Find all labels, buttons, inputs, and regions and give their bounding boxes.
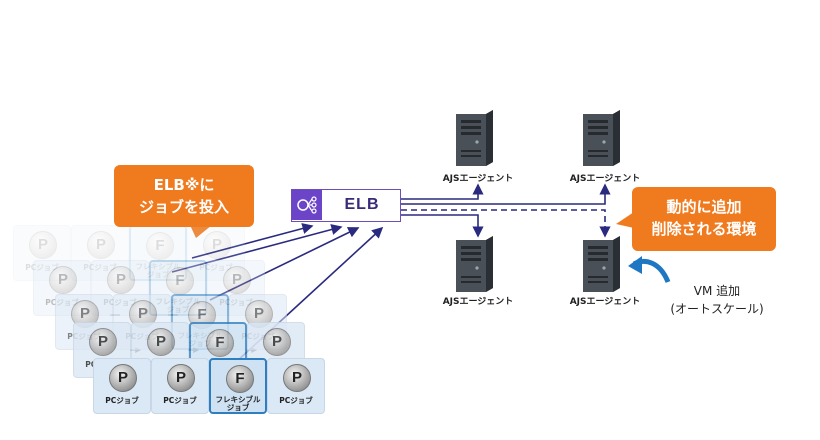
pc-job-icon: P [147,328,175,356]
pc-job-card: P PCジョブ [187,225,245,281]
callout-submit-tail [190,225,212,238]
flexible-job-label: フレキシブルジョブ [135,262,181,279]
pc-job-label: PCジョブ [163,396,197,405]
pc-job-label: PCジョブ [279,396,313,405]
vm-add-line2: (オートスケール) [670,302,764,316]
vm-add-line1: VM 追加 [693,284,741,298]
elb-to-agents-connectors [401,183,611,238]
callout-dynamic-line2: 削除される環境 [651,220,757,238]
pc-job-label: PCジョブ [25,263,59,272]
pc-job-label: PCジョブ [83,263,117,272]
agent-label-dynamic: AJSエージェント [569,297,641,307]
callout-dynamic-line1: 動的に追加 [666,198,742,216]
flexible-job-label: フレキシブルジョブ [215,395,261,412]
connector-agent-bottom-left [401,214,484,238]
pc-job-icon: P [283,364,311,392]
connector-agent-top-right [401,183,611,205]
flexible-job-icon: F [166,267,194,295]
connector-agent-dynamic [401,209,611,238]
pc-job-card: P PCジョブ [93,358,151,414]
pc-job-icon: P [167,364,195,392]
server-icon-bottom-left [456,236,493,292]
pc-job-icon: P [203,231,231,259]
vm-add-label: VM 追加 (オートスケール) [652,282,782,318]
pc-job-icon: P [49,266,77,294]
flexible-job-icon: F [226,365,254,393]
elb-label: ELB [344,196,380,213]
server-icon-dynamic [583,236,620,292]
agent-label-top-right: AJSエージェント [569,174,641,184]
callout-dynamic-tail [616,212,634,228]
pc-job-icon: P [87,231,115,259]
flexible-job-card: F フレキシブルジョブ [129,225,187,281]
pc-job-icon: P [263,328,291,356]
vm-add-arrowhead [628,256,642,274]
connector-agent-top-left [401,183,484,200]
pc-job-icon: P [109,364,137,392]
server-icon-top-right [583,110,620,166]
agent-label-top-left: AJSエージェント [442,174,514,184]
pc-job-icon: P [107,266,135,294]
load-balancer-icon [292,190,322,220]
callout-dynamic-env: 動的に追加 削除される環境 [632,187,776,251]
server-icon-top-left [456,110,493,166]
pc-job-card: P PCジョブ [267,358,325,414]
pc-job-card: P PCジョブ [151,358,209,414]
callout-submit-line1: ELB※に [153,176,215,194]
pc-job-label: PCジョブ [105,396,139,405]
agent-label-bottom-left: AJSエージェント [442,297,514,307]
pc-job-icon: P [89,328,117,356]
flexible-job-icon: F [206,329,234,357]
pc-job-icon: P [223,266,251,294]
pc-job-label: PCジョブ [199,263,233,272]
flexible-job-icon: F [146,232,174,260]
agent-servers [456,110,620,292]
callout-submit-jobs: ELB※に ジョブを投入 [114,165,254,227]
elb-node: ELB [291,189,401,222]
callout-submit-line2: ジョブを投入 [138,198,229,216]
flexible-job-card: F フレキシブルジョブ [209,358,267,414]
submit-arrow-2 [171,224,343,273]
pc-job-icon: P [29,231,57,259]
